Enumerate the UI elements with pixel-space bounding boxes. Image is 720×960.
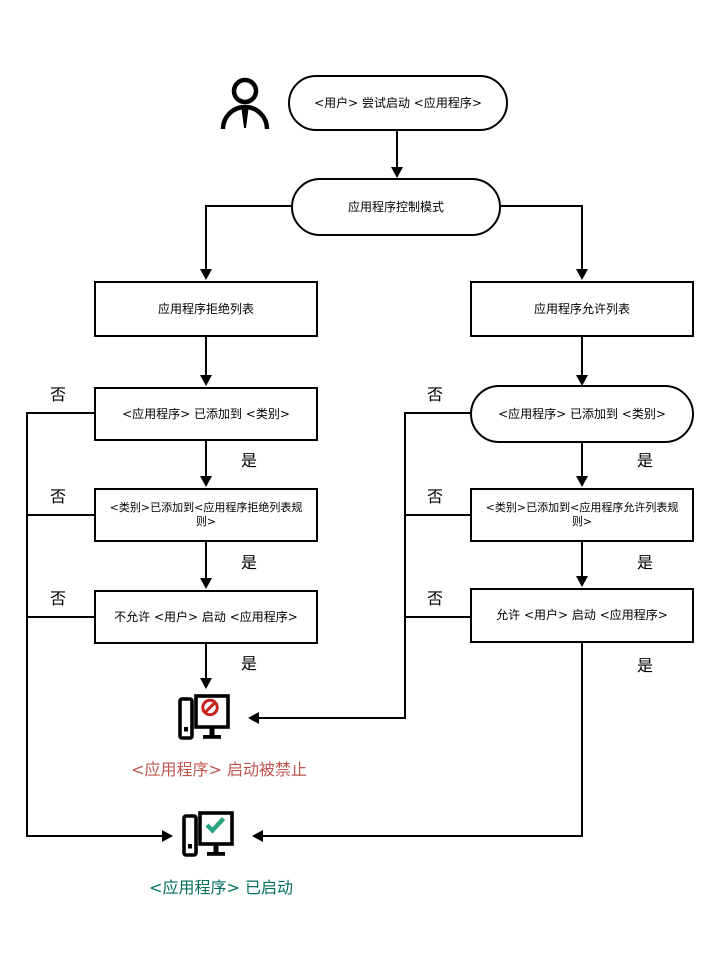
node-left-step3: 不允许 <用户> 启动 <应用程序> <box>94 590 318 644</box>
checkmark-icon <box>205 817 226 834</box>
node-allowlist-label: 应用程序允许列表 <box>533 301 630 316</box>
arrowhead-down <box>576 576 588 587</box>
arrowhead-left <box>252 830 263 842</box>
node-start-label: <用户> 尝试启动 <应用程序> <box>314 95 482 110</box>
arrowhead-right <box>162 830 173 842</box>
node-right-step2: <类别>已添加到<应用程序允许列表规则> <box>470 488 694 542</box>
arrowhead-down <box>200 375 212 386</box>
node-left-step3-label: 不允许 <用户> 启动 <应用程序> <box>114 609 298 624</box>
connector-line <box>500 205 583 207</box>
edge-label-no: 否 <box>427 487 444 506</box>
edge-label-no: 否 <box>50 487 67 506</box>
connector-line <box>396 131 398 167</box>
edge-label-no: 否 <box>427 385 444 404</box>
arrowhead-down <box>200 678 212 689</box>
connector-line <box>205 441 207 476</box>
node-allowlist: 应用程序允许列表 <box>470 281 694 337</box>
edge-label-yes: 是 <box>241 654 258 673</box>
arrowhead-left <box>248 712 259 724</box>
node-control-mode-label: 应用程序控制模式 <box>347 199 444 214</box>
edge-label-no: 否 <box>50 589 67 608</box>
node-right-step1-label: <应用程序> 已添加到 <类别> <box>498 406 666 421</box>
connector-line <box>205 644 207 678</box>
arrowhead-down <box>576 375 588 386</box>
edge-label-yes: 是 <box>637 656 654 675</box>
blocked-result-text: <应用程序> 启动被禁止 <box>131 760 307 779</box>
edge-label-yes: 是 <box>637 553 654 572</box>
connector-line <box>26 412 28 837</box>
node-right-step2-label: <类别>已添加到<应用程序允许列表规则> <box>485 501 679 528</box>
connector-line <box>206 205 292 207</box>
connector-line <box>27 616 94 618</box>
connector-line <box>205 542 207 578</box>
connector-line <box>205 205 207 269</box>
connector-line <box>581 542 583 576</box>
connector-line <box>27 514 94 516</box>
edge-label-yes: 是 <box>241 451 258 470</box>
connector-line <box>404 412 406 719</box>
node-left-step1-label: <应用程序> 已添加到 <类别> <box>122 406 290 421</box>
edge-label-yes: 是 <box>637 451 654 470</box>
user-icon <box>220 77 270 130</box>
node-control-mode: 应用程序控制模式 <box>291 178 501 236</box>
connector-line <box>405 616 471 618</box>
node-denylist: 应用程序拒绝列表 <box>94 281 318 337</box>
connector-line <box>26 835 162 837</box>
started-result-text: <应用程序> 已启动 <box>149 878 293 897</box>
edge-label-yes: 是 <box>241 553 258 572</box>
node-left-step2-label: <类别>已添加到<应用程序拒绝列表规则> <box>109 501 303 528</box>
connector-line <box>263 835 583 837</box>
node-denylist-label: 应用程序拒绝列表 <box>157 301 254 316</box>
arrowhead-down <box>200 269 212 280</box>
arrowhead-down <box>391 167 403 178</box>
connector-line <box>581 643 583 837</box>
connector-line <box>405 514 471 516</box>
arrowhead-down <box>576 269 588 280</box>
connector-line <box>259 717 406 719</box>
connector-line <box>581 443 583 476</box>
node-right-step1: <应用程序> 已添加到 <类别> <box>470 385 694 443</box>
node-left-step1: <应用程序> 已添加到 <类别> <box>94 387 318 441</box>
node-start: <用户> 尝试启动 <应用程序> <box>288 75 508 131</box>
connector-line <box>27 412 94 414</box>
computer-started-icon <box>182 811 234 857</box>
connector-line <box>581 205 583 269</box>
node-right-step3: 允许 <用户> 启动 <应用程序> <box>470 588 694 643</box>
node-left-step2: <类别>已添加到<应用程序拒绝列表规则> <box>94 488 318 542</box>
connector-line <box>581 337 583 375</box>
edge-label-no: 否 <box>427 589 444 608</box>
arrowhead-down <box>576 476 588 487</box>
connector-line <box>205 337 207 375</box>
prohibition-icon <box>201 698 219 717</box>
computer-blocked-icon <box>178 694 230 740</box>
arrowhead-down <box>200 578 212 589</box>
edge-label-no: 否 <box>50 385 67 404</box>
arrowhead-down <box>200 476 212 487</box>
node-right-step3-label: 允许 <用户> 启动 <应用程序> <box>496 608 668 622</box>
connector-line <box>405 412 471 414</box>
